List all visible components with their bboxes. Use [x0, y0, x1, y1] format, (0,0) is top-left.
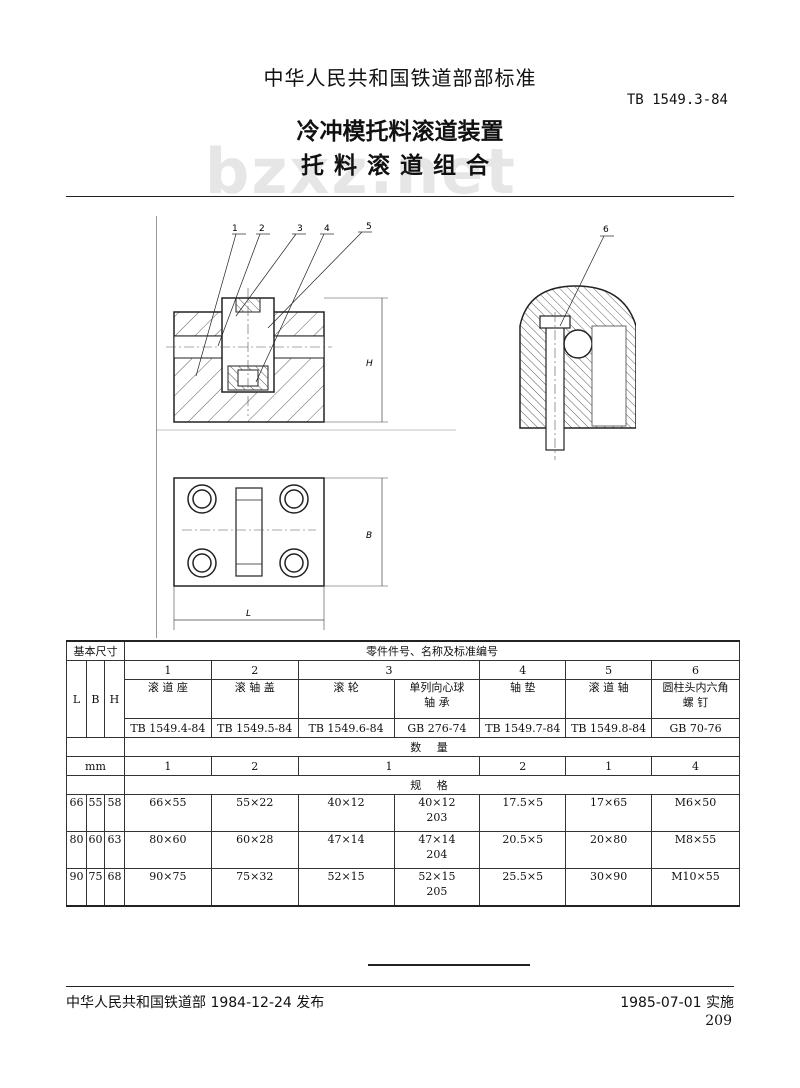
row-B: 55: [85, 794, 105, 832]
spec-cell: 20×80: [565, 831, 653, 869]
dim-L-header: L: [66, 660, 87, 738]
assembly-drawing: 1 2 3 4 5 H 6: [156, 222, 636, 630]
part-name: 圆柱头内六角螺 钉: [651, 679, 740, 719]
callout-3: 3: [297, 224, 303, 234]
part-number: 6: [651, 660, 740, 680]
row-L: 90: [66, 868, 87, 907]
callout-1: 1: [232, 224, 238, 234]
header-basic-dimensions: 基本尺寸: [66, 640, 125, 661]
part-name: 滚 道 座: [123, 679, 212, 719]
callout-4: 4: [324, 224, 330, 234]
spec-cell: 47×14: [297, 831, 395, 869]
part-name: 滚 道 轴: [565, 679, 653, 719]
drawing-frame: [156, 216, 629, 638]
part-name: 单列向心球轴 承: [393, 679, 481, 719]
spec-cell: 55×22: [210, 794, 299, 832]
dimension-H-label: H: [366, 359, 373, 369]
row-H: 68: [103, 868, 125, 907]
spec-cell: 90×75: [123, 868, 212, 907]
quantity: 4: [651, 756, 740, 776]
row-H: 58: [103, 794, 125, 832]
spec-cell: 17×65: [565, 794, 653, 832]
spec-cell: 17.5×5: [479, 794, 567, 832]
page-number: 209: [705, 1013, 732, 1029]
end-rule: [368, 964, 530, 966]
part-number: 5: [565, 660, 653, 680]
standard-code: TB 1549.3-84: [626, 92, 728, 108]
spec-cell: 25.5×5: [479, 868, 567, 907]
spec-cell: 30×90: [565, 868, 653, 907]
spec-cell: M6×50: [651, 794, 740, 832]
spec-cell: 20.5×5: [479, 831, 567, 869]
part-standard: TB 1549.8-84: [565, 718, 653, 738]
dimension-B-label: B: [366, 531, 372, 541]
part-standard: TB 1549.7-84: [479, 718, 567, 738]
row-B: 75: [85, 868, 105, 907]
part-name: 滚 轮: [297, 679, 395, 719]
dimension-L-label: L: [246, 609, 251, 619]
callout-6: 6: [603, 225, 609, 235]
callout-2: 2: [259, 224, 265, 234]
document-subtitle: 托料滚道组合: [301, 153, 499, 179]
part-standard: GB 70-76: [651, 718, 740, 738]
quantity: 1: [123, 756, 212, 776]
part-standard: TB 1549.5-84: [210, 718, 299, 738]
part-standard: TB 1549.6-84: [297, 718, 395, 738]
spec-cell: M10×55: [651, 868, 740, 907]
spec-cell: 52×15: [297, 868, 395, 907]
row-L: 80: [66, 831, 87, 869]
part-number: 1: [123, 660, 212, 680]
row-B: 60: [85, 831, 105, 869]
quantity-label: 数 量: [123, 737, 741, 757]
part-standard: TB 1549.4-84: [123, 718, 212, 738]
issue-date: 中华人民共和国铁道部 1984-12-24 发布: [66, 995, 325, 1011]
part-name: 轴 垫: [479, 679, 567, 719]
front-section-view: 1 2 3 4 5 H: [166, 222, 388, 423]
quantity: 1: [297, 756, 481, 776]
row-H: 63: [103, 831, 125, 869]
spec-cell: 40×12: [297, 794, 395, 832]
spec-cell: 66×55: [123, 794, 212, 832]
header-parts: 零件件号、名称及标准编号: [123, 640, 741, 661]
watermark: bzxz.net: [205, 135, 517, 208]
quantity: 1: [565, 756, 653, 776]
unit-label: mm: [66, 756, 125, 776]
header-rule: [66, 196, 734, 197]
part-number: 2: [210, 660, 299, 680]
dim-H-header: H: [103, 660, 125, 738]
effective-date: 1985-07-01 实施: [620, 995, 734, 1011]
part-name: 滚 轴 盖: [210, 679, 299, 719]
issuing-organization: 中华人民共和国铁道部部标准: [263, 66, 537, 90]
plan-view: B L: [156, 429, 456, 630]
spec-cell: 60×28: [210, 831, 299, 869]
spec-cell: 75×32: [210, 868, 299, 907]
quantity: 2: [479, 756, 567, 776]
spec-cell: M8×55: [651, 831, 740, 869]
side-section-view: 6: [519, 225, 636, 460]
callout-5: 5: [366, 222, 372, 232]
dim-B-header: B: [85, 660, 105, 738]
spec-label: 规 格: [123, 775, 741, 795]
part-standard: GB 276-74: [393, 718, 481, 738]
row-L: 66: [66, 794, 87, 832]
part-number: 4: [479, 660, 567, 680]
quantity: 2: [210, 756, 299, 776]
document-title: 冷冲模托料滚道装置: [296, 119, 504, 145]
specification-table: 基本尺寸 零件件号、名称及标准编号 L B H 1 2 3 4 5 6 滚 道 …: [66, 640, 741, 907]
spec-cell: 80×60: [123, 831, 212, 869]
part-number: 3: [297, 660, 481, 680]
footer-rule: [66, 986, 734, 987]
